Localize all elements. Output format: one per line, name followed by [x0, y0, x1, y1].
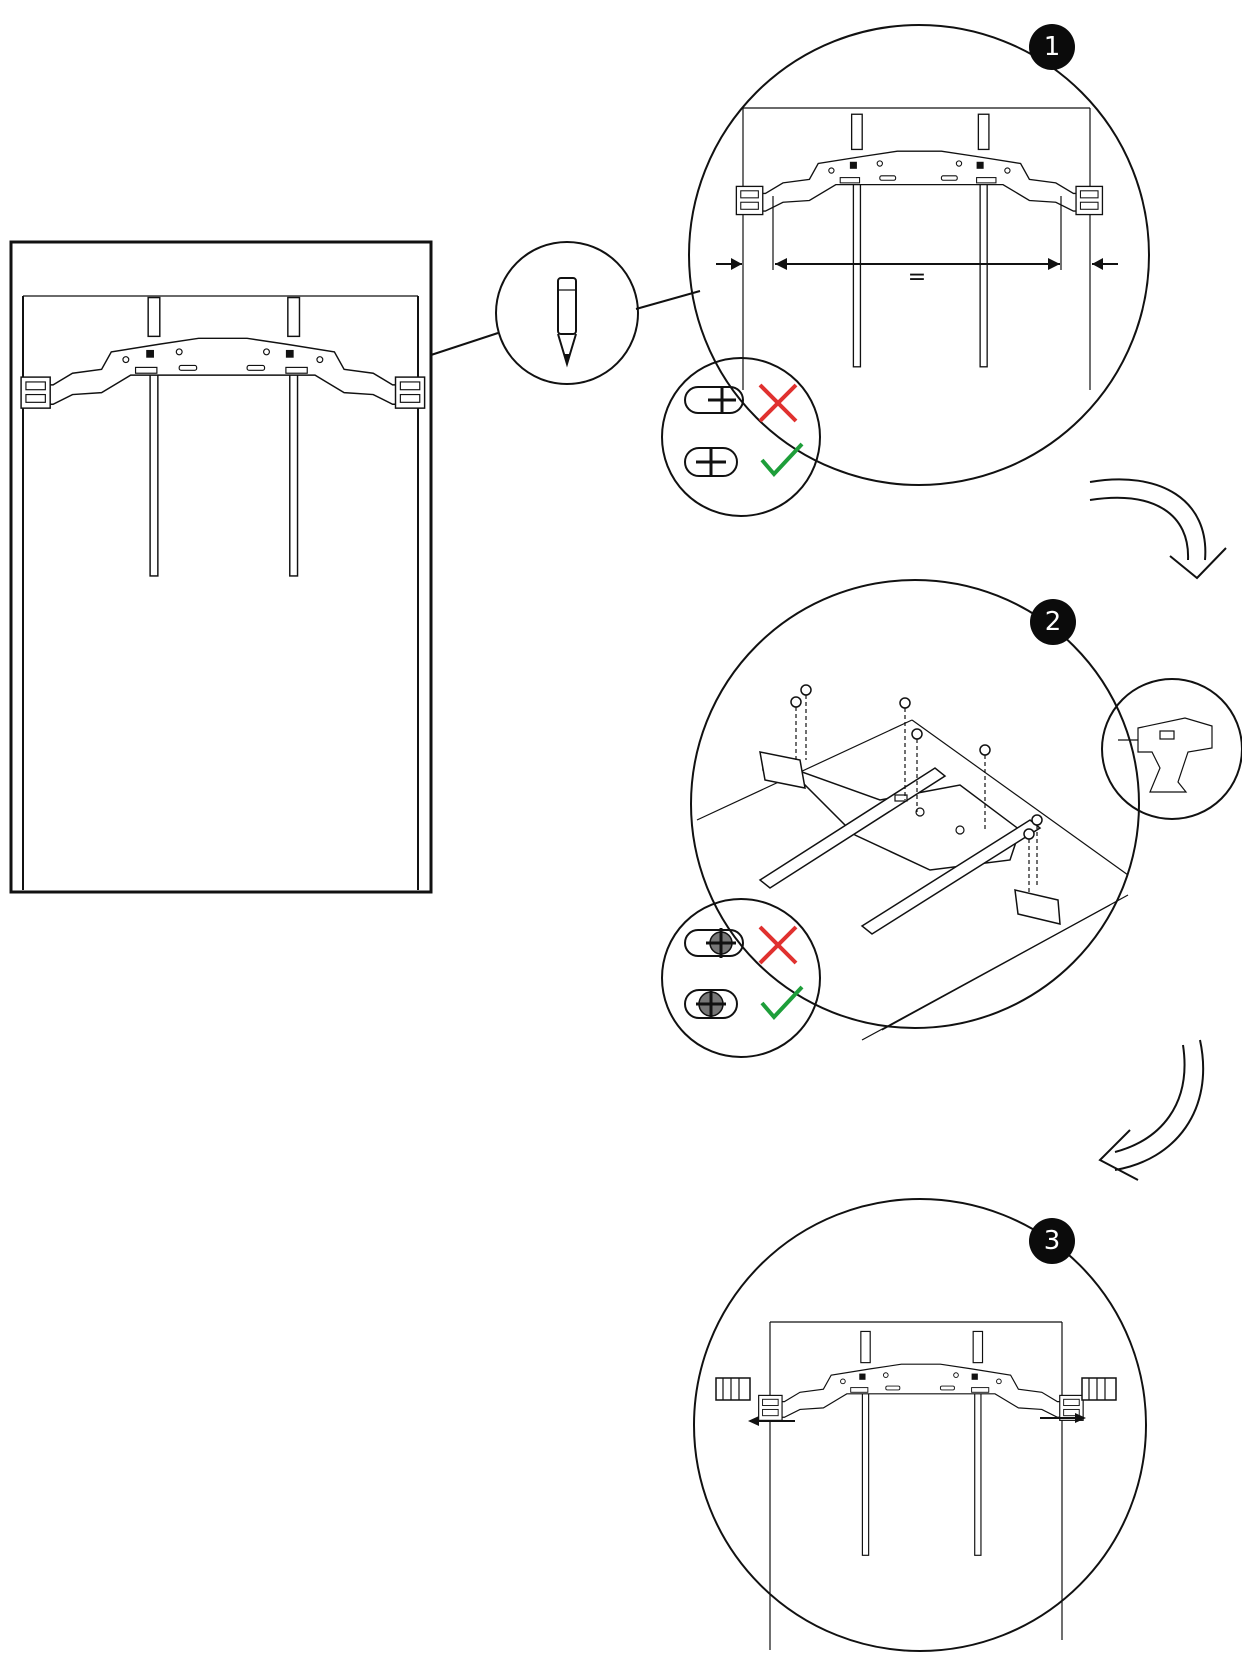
step-1-badge [1029, 24, 1075, 70]
correct-check-icon [760, 442, 804, 477]
step-2: 2 [661, 579, 1242, 1058]
step-3-bracket [758, 1330, 1084, 1556]
connector-line [430, 332, 499, 356]
step-1-detail-circle [688, 24, 1150, 486]
step-2-marking-callout [661, 898, 821, 1058]
screw-icon [1023, 828, 1035, 895]
removed-clip-left [715, 1377, 751, 1401]
hole-mark-correct-icon [684, 447, 738, 477]
connector-line [635, 290, 701, 310]
step-3: 3 [693, 1198, 1147, 1652]
equal-distance-label: = [908, 265, 926, 290]
correct-check-icon [760, 985, 804, 1020]
wrong-cross-icon [758, 383, 798, 423]
pull-left-arrow-icon [748, 1416, 795, 1426]
drill-tool-callout [1101, 678, 1242, 820]
screw-icon [800, 684, 812, 760]
step-3-detail-circle [693, 1198, 1147, 1652]
pull-right-arrow-icon [1040, 1413, 1086, 1423]
wrong-cross-icon [758, 925, 798, 965]
pencil-tool-callout [495, 241, 639, 385]
screw-icon [899, 697, 911, 800]
screw-icon [911, 728, 923, 812]
screw-icon [979, 744, 991, 830]
hole-screw-correct-icon [684, 989, 738, 1019]
curved-arrow-1 [1089, 478, 1227, 580]
pencil-icon [557, 277, 577, 368]
step-3-number: 3 [1044, 1226, 1061, 1256]
curved-arrow-2 [1098, 1039, 1205, 1181]
step-3-badge [1029, 1218, 1075, 1264]
overview-cabinet [9, 240, 433, 894]
cabinet-outer-frame [9, 240, 433, 894]
step-2-detail-circle [690, 579, 1140, 1029]
screw-icon [790, 696, 802, 760]
step-1: = 1 [661, 24, 1150, 517]
step-1-number: 1 [1044, 32, 1061, 62]
step-1-bracket [735, 113, 1104, 368]
screw-icon [1031, 814, 1043, 885]
removed-clip-right [1081, 1377, 1117, 1401]
step-2-number: 2 [1045, 607, 1062, 637]
slot-mark-wrong-icon [684, 386, 744, 414]
step-2-badge [1030, 599, 1076, 645]
cordless-drill-icon [1118, 717, 1213, 793]
screws [790, 684, 1043, 895]
slot-screw-wrong-icon [684, 928, 744, 958]
step-2-bracket-iso [758, 751, 1061, 935]
overview-bracket [20, 296, 426, 577]
step-1-marking-callout [661, 357, 821, 517]
